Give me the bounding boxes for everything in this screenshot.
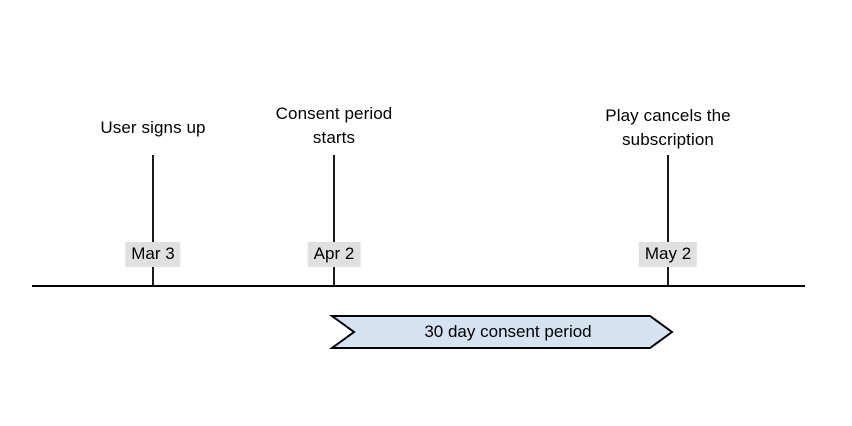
consent-period-banner: 30 day consent period	[328, 315, 674, 349]
event-tick-signup	[152, 155, 154, 285]
timeline-axis	[32, 285, 805, 287]
event-caption-play-cancels: Play cancels the subscription	[605, 104, 730, 152]
event-caption-signup: User signs up	[100, 116, 205, 140]
date-chip-consent-start: Apr 2	[307, 242, 361, 267]
chevron-shape	[328, 315, 674, 349]
event-caption-line: subscription	[622, 130, 714, 149]
event-caption-line: User signs up	[100, 118, 206, 137]
event-tick-play-cancels	[667, 155, 669, 285]
event-tick-consent-start	[333, 155, 335, 285]
date-chip-play-cancels: May 2	[638, 242, 698, 267]
event-caption-line: Play cancels the	[605, 106, 731, 125]
event-caption-line: Consent period	[275, 104, 393, 123]
event-caption-consent-start: Consent period starts	[276, 102, 393, 150]
date-chip-signup: Mar 3	[125, 242, 181, 267]
event-caption-line: starts	[312, 128, 356, 147]
